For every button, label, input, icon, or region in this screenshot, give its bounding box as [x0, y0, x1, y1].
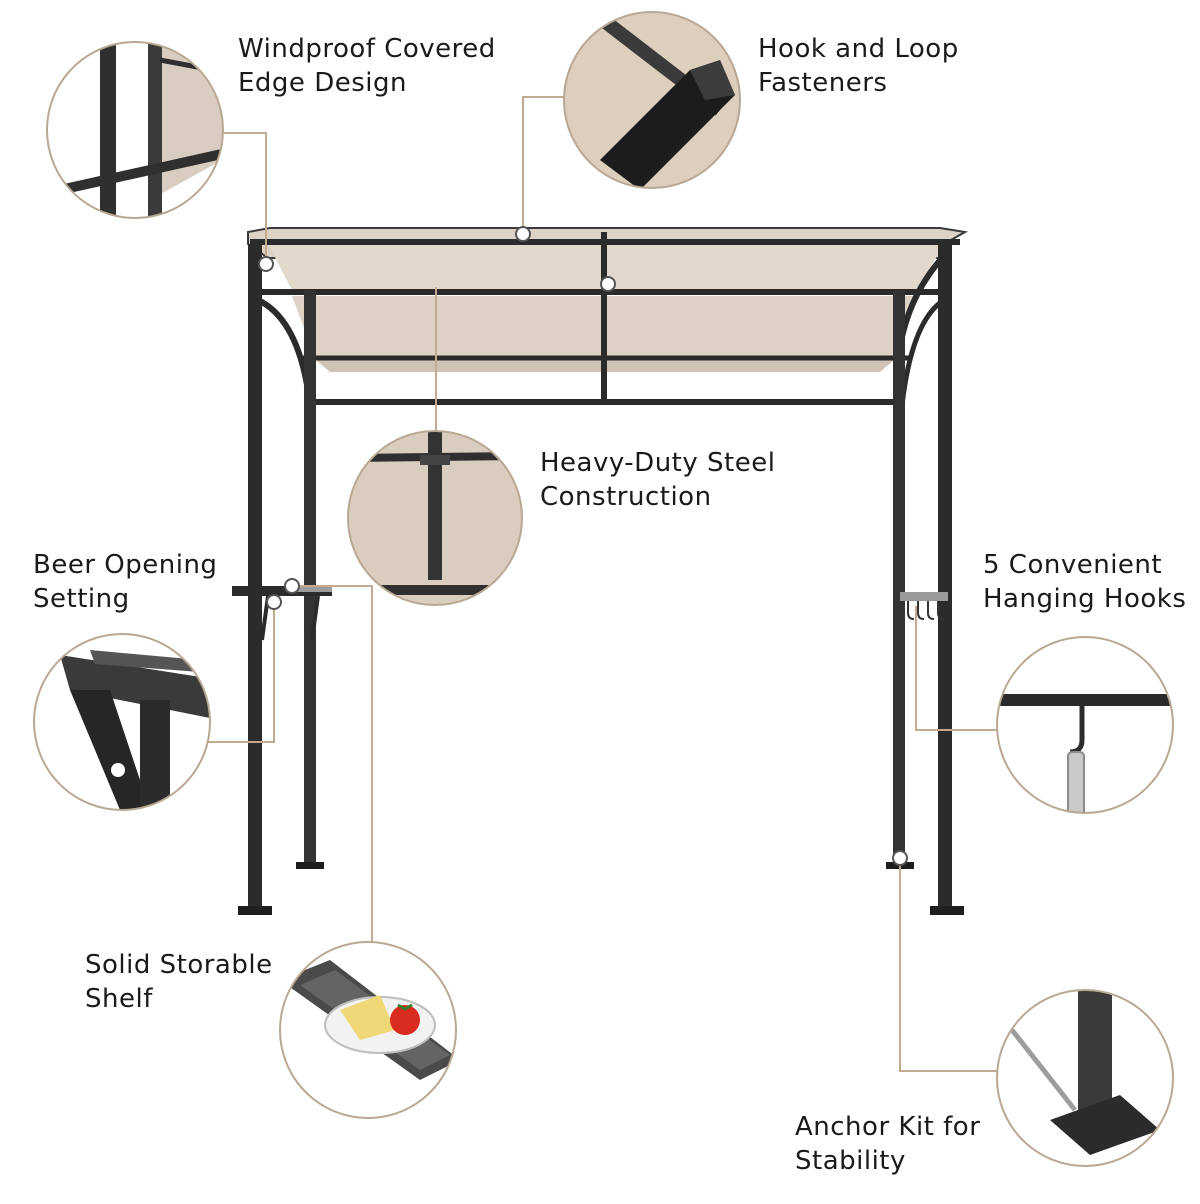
- label-line: Fasteners: [758, 68, 888, 98]
- label-hanging-hooks: 5 Convenient Hanging Hooks: [983, 548, 1186, 616]
- label-line: Shelf: [85, 984, 153, 1014]
- grill-gazebo: [232, 227, 968, 915]
- label-line: Hanging Hooks: [983, 584, 1187, 614]
- label-line: Anchor Kit for: [795, 1112, 981, 1142]
- detail-anchor-kit: [996, 989, 1174, 1167]
- label-anchor-kit: Anchor Kit for Stability: [795, 1110, 980, 1178]
- label-line: Solid Storable: [85, 950, 273, 980]
- label-shelf: Solid Storable Shelf: [85, 948, 273, 1016]
- label-line: Edge Design: [238, 68, 407, 98]
- detail-beer-opening: [33, 633, 211, 811]
- label-line: 5 Convenient: [983, 550, 1163, 580]
- label-steel: Heavy-Duty Steel Construction: [540, 446, 775, 514]
- detail-hanging-hooks: [996, 636, 1174, 814]
- label-line: Windproof Covered: [238, 34, 496, 64]
- label-hook-loop: Hook and Loop Fasteners: [758, 32, 959, 100]
- callout-dots: [258, 226, 908, 866]
- label-beer-opening: Beer Opening Setting: [33, 548, 217, 616]
- label-line: Hook and Loop: [758, 34, 959, 64]
- label-line: Beer Opening: [33, 550, 218, 580]
- callout-lines: [208, 96, 998, 1072]
- label-line: Stability: [795, 1146, 906, 1176]
- label-line: Heavy-Duty Steel: [540, 448, 776, 478]
- label-line: Setting: [33, 584, 130, 614]
- detail-hook-loop: [563, 11, 741, 189]
- label-line: Construction: [540, 482, 712, 512]
- detail-shelf: [279, 941, 457, 1119]
- label-windproof-edge: Windproof Covered Edge Design: [238, 32, 496, 100]
- detail-windproof-edge: [46, 41, 224, 219]
- detail-steel: [347, 430, 523, 606]
